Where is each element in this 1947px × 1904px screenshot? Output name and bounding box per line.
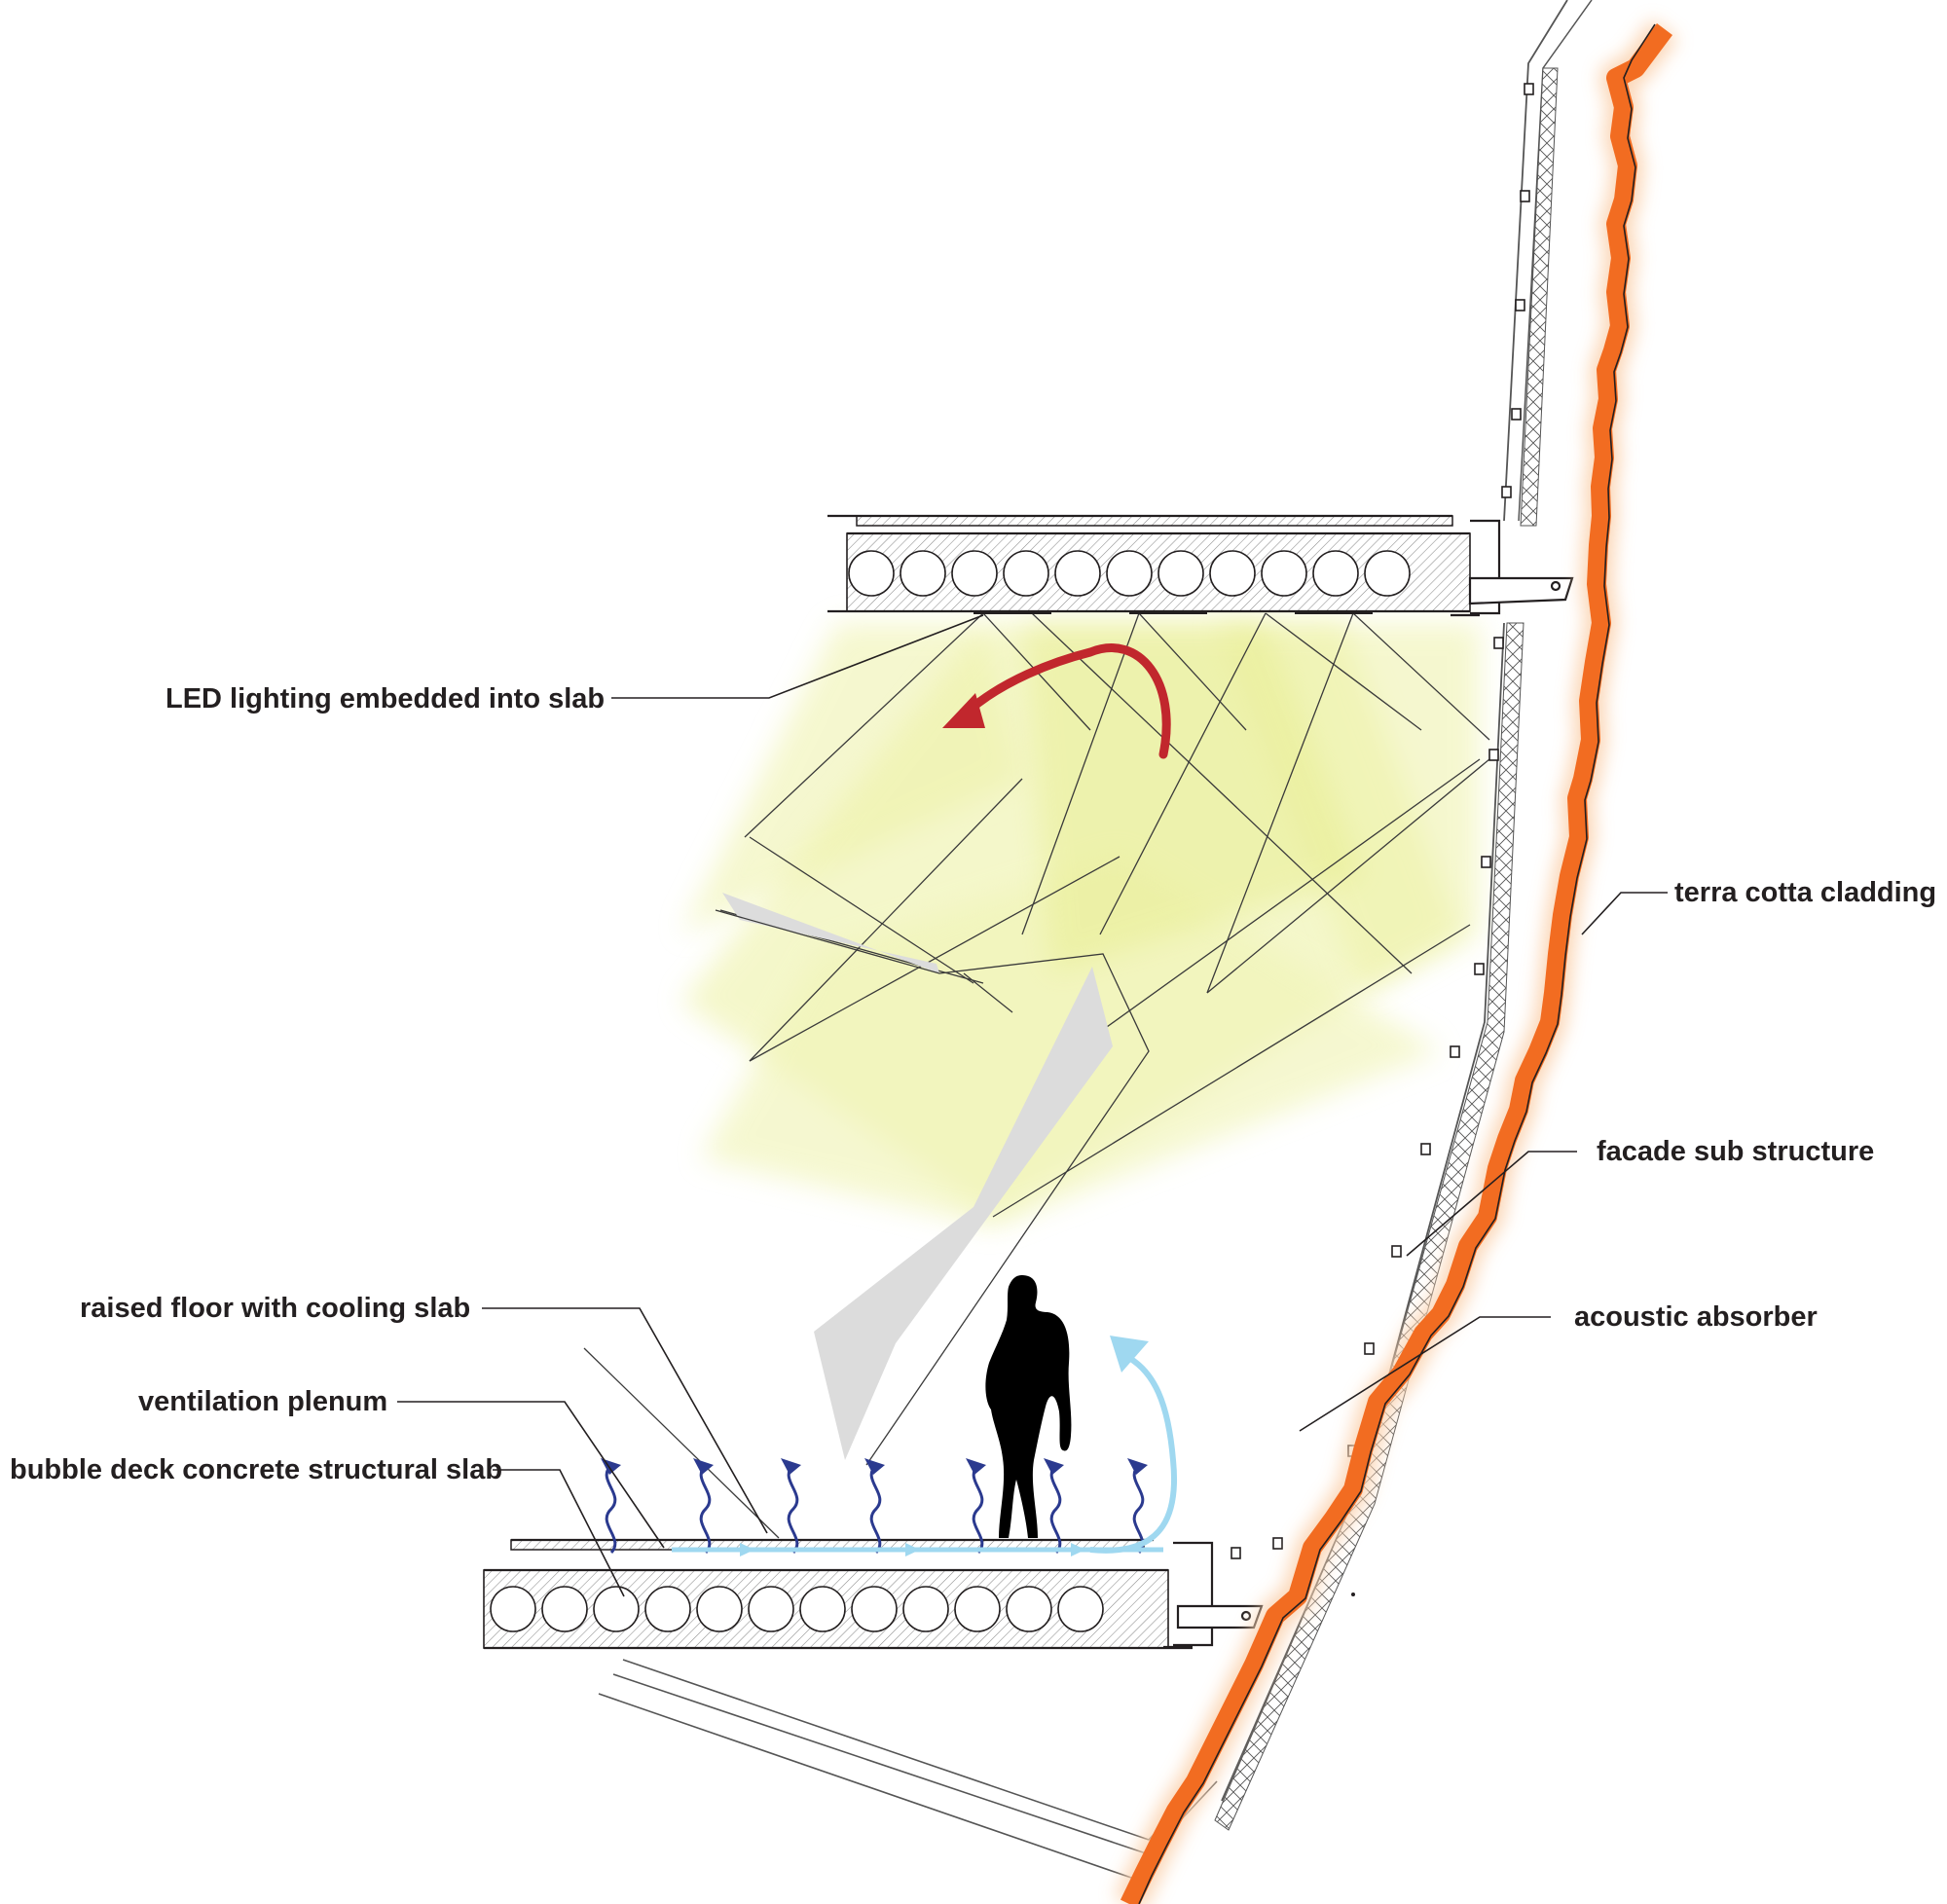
daylight-reflection <box>583 893 1150 1539</box>
label-ventilation-plenum: ventilation plenum <box>138 1386 387 1417</box>
diagram-labels: LED lighting embedded into slab terra co… <box>10 683 1936 1485</box>
label-terra-cotta-cladding: terra cotta cladding <box>1674 877 1936 908</box>
upper-slab-bracket <box>1451 519 1574 617</box>
terra-cotta-cladding <box>1114 18 1678 1904</box>
light-direction-arrow <box>942 643 1171 759</box>
human-figure <box>985 1275 1072 1538</box>
reflected-light-beam <box>814 967 1113 1460</box>
cladding-outline <box>1138 23 1656 1904</box>
cladding-body <box>1120 23 1672 1904</box>
label-raised-floor: raised floor with cooling slab <box>80 1293 470 1324</box>
lower-ceiling-lines <box>598 1659 1218 1885</box>
label-facade-sub-structure: facade sub structure <box>1597 1136 1874 1167</box>
label-bubble-deck-slab: bubble deck concrete structural slab <box>10 1454 502 1485</box>
upper-slab <box>827 514 1574 617</box>
lower-slab-bracket <box>1163 1541 1264 1649</box>
label-led-lighting: LED lighting embedded into slab <box>165 683 605 714</box>
label-acoustic-absorber: acoustic absorber <box>1574 1301 1818 1333</box>
plenum-airflow <box>672 1336 1178 1556</box>
facade-substructure <box>1214 0 1593 1831</box>
light-shelf-shape <box>722 893 939 973</box>
light-rays <box>719 612 1490 1218</box>
ventilation-waves <box>605 1463 1145 1555</box>
lower-slab <box>483 1538 1264 1650</box>
ventilation-arrowheads <box>601 1458 1148 1475</box>
upper-slab-bubbles <box>848 550 1411 597</box>
lower-slab-bubbles <box>490 1586 1104 1632</box>
leader-lines <box>397 614 1668 1597</box>
light-cone-bright <box>1022 623 1363 973</box>
